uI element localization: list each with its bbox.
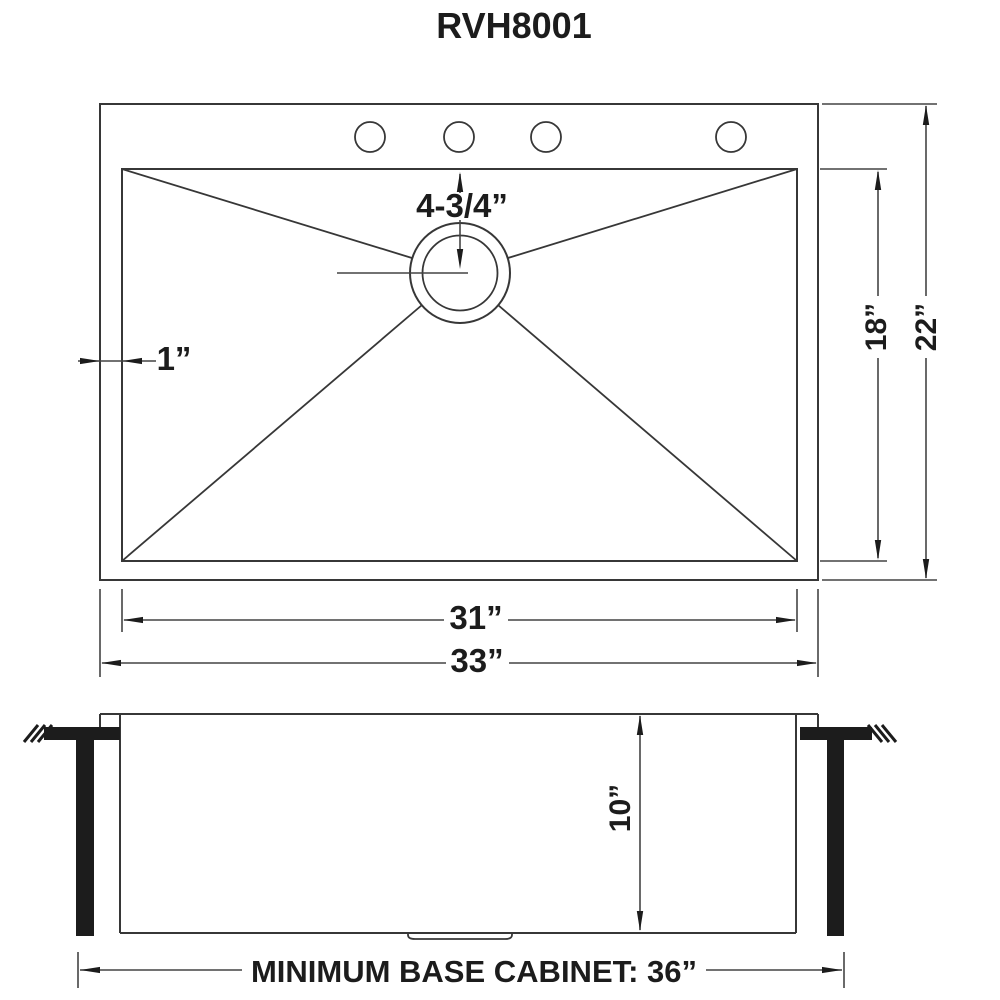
break-hatch [22,724,40,743]
break-hatch [36,724,54,743]
countertop-left [44,727,120,740]
dim-label-rim-width: 1” [157,340,192,377]
faucet-hole [530,121,562,153]
dim-label-bowl-width: 31” [449,599,502,636]
cabinet-side-left [76,740,94,936]
dim-overall-width: 33” [99,589,819,679]
faucet-hole [354,121,386,153]
break-hatch [29,724,47,743]
break-hatch [880,724,898,743]
dim-label-overall-front-back: 22” [910,303,943,351]
faucet-hole [715,121,747,153]
cabinet-side-right [827,740,844,936]
break-hatch [873,724,891,743]
cabinet-note: MINIMUM BASE CABINET: 36” [251,954,697,989]
dim-label-bowl-front-back: 18” [860,303,893,351]
faucet-hole [443,121,475,153]
dim-bowl-depth: 10” [604,715,644,931]
countertop-right [800,727,872,740]
bowl-diagonal [507,168,798,259]
bowl-diagonal [121,304,423,562]
dim-drain-offset: 4-3/4” [416,172,508,269]
side-view: 10” MINIMUM BASE CABINET: 36” [22,713,898,989]
sink-bowl [121,168,798,562]
dim-label-overall-width: 33” [450,642,503,679]
bowl-diagonal [121,168,413,259]
sink-outer-rim [99,103,819,581]
dim-label-drain-offset: 4-3/4” [416,187,508,224]
top-view: 4-3/4” 1” 18” 22” [78,103,943,679]
drain-fitting [407,933,513,940]
dim-bowl-width: 31” [121,589,798,636]
dim-base-cabinet: MINIMUM BASE CABINET: 36” [77,952,845,989]
dim-overall-front-back: 22” [822,103,943,581]
dim-bowl-front-back: 18” [820,168,893,562]
dim-label-bowl-depth: 10” [604,784,637,832]
break-hatch [866,724,884,743]
dim-rim-width: 1” [78,340,191,377]
bowl-diagonal [497,304,798,562]
model-title: RVH8001 [436,5,591,46]
